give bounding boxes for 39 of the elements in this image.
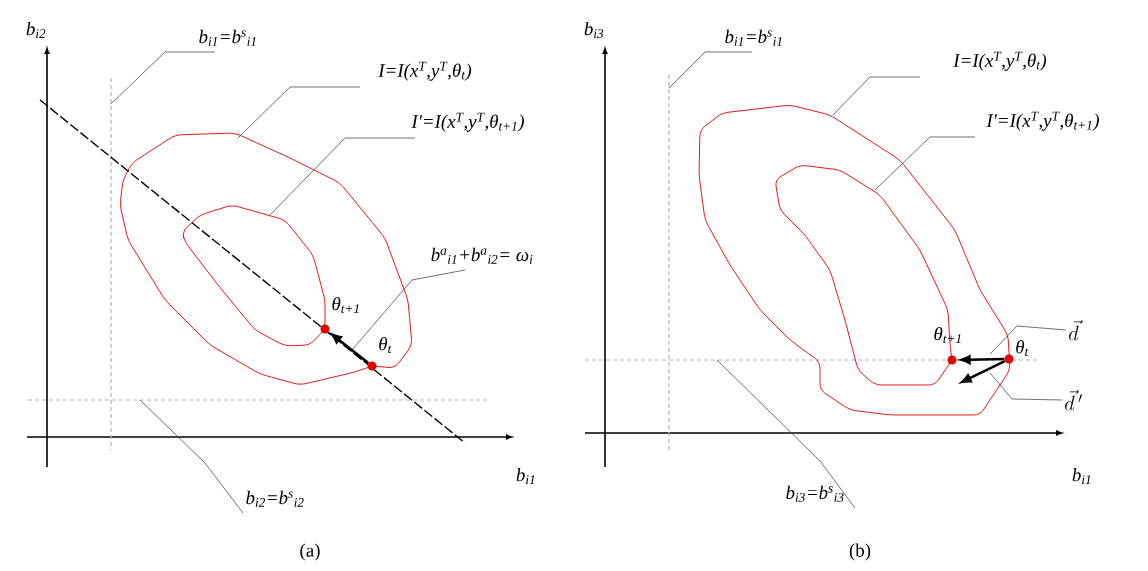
leader-line [351, 269, 466, 351]
leader-line [668, 51, 753, 89]
formula-label: I=I(x$^{T}$,y$^{T}$,θ$_{t}$) [378, 61, 472, 81]
point-marker [367, 361, 377, 371]
formula-label: I'=I(x$^{T}$,y$^{T}$,θ$_{t+1}$) [986, 111, 1099, 131]
vector-label: $\vec{d}\,'$ [1065, 389, 1082, 411]
formula-label: b$_{i1}$=b$^{s}$i1 [725, 29, 782, 46]
formula-label: I=I(x$^{T}$,y$^{T}$,θ$_{t}$) [953, 51, 1047, 71]
vector-label: $\vec{d}$ [1069, 319, 1083, 341]
leader-line [716, 359, 856, 509]
caption: (b) [849, 543, 871, 561]
leader-line [269, 137, 416, 216]
point-marker [320, 324, 330, 334]
arrow [331, 333, 370, 365]
point-label: θ$_{t}$ [379, 337, 392, 353]
arrow [960, 355, 1005, 365]
leader-line [874, 136, 976, 191]
leader-line [139, 399, 244, 514]
leader-line [110, 51, 216, 105]
arrow [961, 359, 1006, 384]
formula-label: I'=I(x$^{T}$,y$^{T}$,θ$_{t+1}$) [411, 112, 524, 132]
caption: (a) [300, 543, 320, 561]
axis-label: b$_{i2}$ [26, 22, 46, 38]
formula-label: b$^{a}$$_{i1}$+b$^{a}$$_{i2}$= ω$_{i}$ [431, 247, 533, 264]
point-label: θ$_{t+1}$ [934, 326, 961, 344]
leader-line [989, 372, 1063, 401]
leader-line [832, 76, 921, 116]
formula-label: b$_{i2}$=b$^{s}$i2 [246, 490, 304, 507]
leader-line [237, 86, 361, 139]
point-marker [947, 355, 957, 365]
formula-label: b$_{i3}$=b$^{s}$i3 [786, 485, 844, 502]
axis-label: b$_{i1}$ [516, 468, 535, 484]
axis-label: b$_{i3}$ [584, 21, 604, 39]
leader-line [989, 325, 1067, 355]
point-label: θ$_{t+1}$ [332, 296, 359, 314]
axis-label: b$_{i1}$ [1072, 468, 1091, 484]
formula-label: b$_{i1}$=b$^{s}$i1 [199, 29, 256, 46]
point-marker [1004, 354, 1014, 364]
point-label: θ$_{t}$ [1016, 340, 1029, 356]
